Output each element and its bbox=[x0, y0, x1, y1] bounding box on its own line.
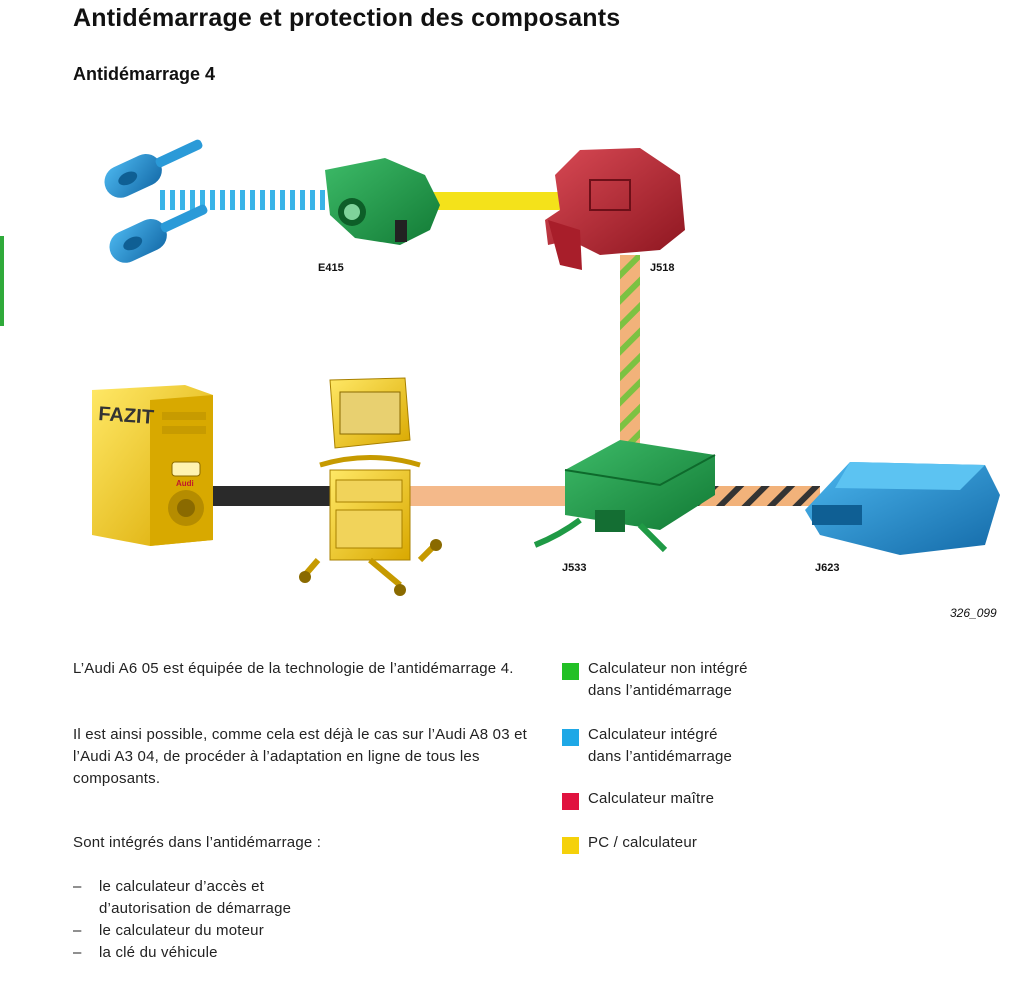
connection-j518-j533 bbox=[620, 255, 640, 445]
legend-swatch-yellow bbox=[562, 837, 579, 854]
audi-label: Audi bbox=[176, 479, 194, 488]
connection-j533-j623 bbox=[690, 486, 820, 506]
connection-tester-j533 bbox=[410, 486, 575, 506]
e415-ignition-switch-icon bbox=[325, 158, 440, 245]
label-j623: J623 bbox=[815, 562, 839, 574]
label-e415: E415 bbox=[318, 262, 344, 274]
adaptation-paragraph: Il est ainsi possible, comme cela est dé… bbox=[73, 726, 528, 787]
legend-swatch-green bbox=[562, 663, 579, 680]
label-j518: J518 bbox=[650, 262, 674, 274]
j533-gateway-icon bbox=[533, 440, 716, 553]
j623-engine-control-icon bbox=[805, 462, 1000, 555]
legend-swatch-blue bbox=[562, 729, 579, 746]
diagnostic-tester-icon bbox=[299, 377, 442, 596]
list-item: –le calculateur d’accès et d’autorisatio… bbox=[73, 878, 292, 917]
connection-fazit-tester bbox=[210, 486, 335, 506]
immobilizer-diagram: E415 J518 FAZIT Audi bbox=[92, 139, 1000, 596]
label-j533: J533 bbox=[562, 562, 586, 574]
integrated-components-list: –le calculateur d’accès et d’autorisatio… bbox=[73, 876, 291, 964]
edge-marker bbox=[0, 236, 4, 326]
connection-e415-j518 bbox=[430, 192, 565, 210]
list-item: –le calculateur du moteur bbox=[73, 922, 264, 939]
fazit-label: FAZIT bbox=[98, 403, 155, 429]
integrated-heading: Sont intégrés dans l’antidémarrage : bbox=[73, 834, 322, 851]
legend-swatch-red bbox=[562, 793, 579, 810]
vehicle-keys-icon bbox=[104, 139, 208, 263]
intro-paragraph: L’Audi A6 05 est équipée de la technolog… bbox=[73, 660, 514, 677]
section-subtitle: Antidémarrage 4 bbox=[73, 64, 216, 84]
fazit-pc-icon: FAZIT Audi bbox=[92, 385, 213, 546]
list-item: –la clé du véhicule bbox=[73, 944, 218, 961]
j518-master-controller-icon bbox=[545, 148, 685, 270]
page-title: Antidémarrage et protection des composan… bbox=[73, 4, 621, 32]
figure-id: 326_099 bbox=[950, 606, 997, 620]
